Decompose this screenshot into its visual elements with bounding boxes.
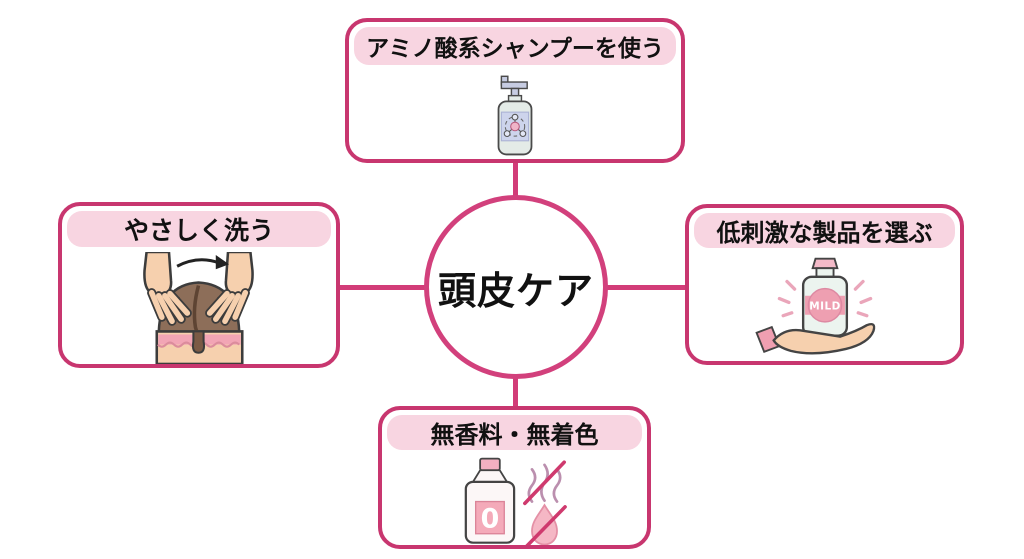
node-bottom: 無香料・無着色 0 — [378, 406, 651, 549]
hand-holding-mild-bottle-icon: MILD — [689, 253, 960, 361]
mild-label: MILD — [809, 301, 841, 313]
center-node: 頭皮ケア — [424, 195, 608, 379]
connector-left — [338, 285, 428, 290]
node-left-title: やさしく洗う — [67, 211, 331, 247]
center-node-label: 頭皮ケア — [437, 268, 594, 313]
connector-right — [604, 285, 687, 290]
zero-label: 0 — [480, 503, 499, 534]
connector-bottom — [513, 377, 518, 408]
node-bottom-title: 無香料・無着色 — [387, 415, 642, 450]
amino-shampoo-pump-bottle-icon — [349, 70, 681, 159]
node-right: 低刺激な製品を選ぶ MILD — [685, 204, 964, 365]
node-top: アミノ酸系シャンプーを使う — [345, 18, 685, 163]
scalp-massage-hands-icon — [62, 252, 336, 364]
node-left: やさしく洗う — [58, 202, 340, 368]
node-top-title: アミノ酸系シャンプーを使う — [354, 27, 676, 65]
node-right-title: 低刺激な製品を選ぶ — [694, 213, 955, 248]
connector-top — [513, 161, 518, 199]
fragrance-free-colorant-free-icon: 0 — [382, 455, 647, 545]
